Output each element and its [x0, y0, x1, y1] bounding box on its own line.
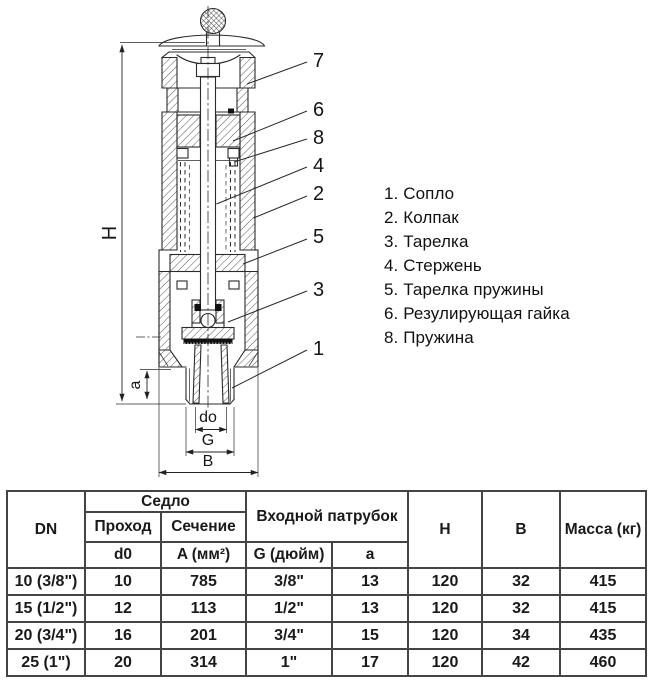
col-header-a-mm2: A (мм²) [159, 541, 248, 569]
nozzle-inlet [185, 344, 235, 405]
table-cell: 32 [481, 567, 562, 596]
dim-label-H: H [99, 226, 121, 240]
dimension-do: do [195, 407, 227, 433]
table-row: 10 (3/8") 10 785 3/8" 13 120 32 415 [6, 567, 648, 596]
parts-list-item: 3. Тарелка [384, 232, 469, 251]
table-cell: 16 [84, 621, 162, 650]
table-cell: 15 [331, 621, 410, 650]
table-cell: 20 [84, 648, 162, 677]
parts-list-item: 4. Стержень [384, 256, 482, 275]
col-group-sedlo: Седло [83, 490, 248, 513]
table-cell: 120 [407, 648, 484, 677]
callout-5: 5 [313, 226, 324, 248]
parts-list-item: 1. Сопло [384, 184, 455, 203]
table-cell: 34 [481, 621, 562, 650]
valve-drawing-area: H a do G [99, 6, 570, 477]
callout-numbers: 7 6 8 4 2 5 3 1 [313, 50, 324, 360]
table-cell: 15 (1/2") [6, 594, 86, 623]
col-header-sechenie: Сечение [159, 511, 248, 543]
callout-8: 8 [313, 127, 324, 149]
cap-dome [158, 32, 266, 50]
table-cell: 785 [159, 567, 248, 596]
table-cell: 17 [331, 648, 410, 677]
table-cell: 120 [407, 621, 484, 650]
callout-2: 2 [313, 183, 324, 205]
parts-list-item: 6. Резулирующая гайка [384, 304, 570, 323]
table-cell: 201 [159, 621, 248, 650]
parts-list-item: 5. Тарелка пружины [384, 280, 544, 299]
dimension-G: G [185, 407, 235, 456]
dim-label-do: do [199, 409, 217, 426]
table-cell: 1" [245, 648, 334, 677]
valve-cross-section-drawing: H a do G [99, 6, 324, 477]
dim-label-G: G [202, 432, 214, 449]
table-cell: 113 [159, 594, 248, 623]
dimension-H: H [99, 42, 205, 405]
table-cell: 12 [84, 594, 162, 623]
table-cell: 120 [407, 567, 484, 596]
table-cell: 435 [559, 621, 648, 650]
col-header-prohod: Проход [84, 511, 162, 543]
col-header-a: a [331, 541, 410, 569]
parts-list-item: 2. Колпак [384, 208, 459, 227]
table-cell: 20 (3/4") [6, 621, 86, 650]
table-cell: 13 [331, 594, 410, 623]
centerlines [136, 6, 209, 411]
col-header-h: H [407, 490, 484, 569]
dimension-a: a [127, 369, 171, 400]
callout-7: 7 [313, 50, 324, 72]
body-lower-walls [158, 249, 259, 368]
table-cell: 415 [559, 594, 648, 623]
table-cell: 13 [331, 567, 410, 596]
col-header-mass: Масса (кг) [559, 490, 648, 569]
callout-1: 1 [313, 338, 324, 360]
spring-coils [180, 162, 236, 252]
table-row: 15 (1/2") 12 113 1/2" 13 120 32 415 [6, 594, 648, 623]
body-upper-walls [161, 111, 256, 251]
table-cell: 10 [84, 567, 162, 596]
table-header-row-1: DN Седло Входной патрубок H B Масса (кг) [6, 490, 648, 569]
table-cell: 3/4" [245, 621, 334, 650]
callout-leaders [216, 61, 308, 389]
col-header-dn: DN [6, 490, 86, 569]
parts-list: 1. Сопло 2. Колпак 3. Тарелка 4. Стержен… [384, 182, 570, 350]
table-cell: 120 [407, 594, 484, 623]
col-header-g-inch: G (дюйм) [245, 541, 334, 569]
table-cell: 42 [481, 648, 562, 677]
callout-4: 4 [313, 155, 324, 177]
dim-label-B: B [203, 453, 214, 470]
table-cell: 314 [159, 648, 248, 677]
table-header-row-2: Проход Сечение [7, 511, 646, 543]
table-header-row-3: d0 A (мм²) G (дюйм) a [7, 541, 646, 569]
col-header-d0: d0 [84, 541, 162, 569]
table-cell: 10 (3/8") [6, 567, 86, 596]
table-row: 25 (1") 20 314 1" 17 120 42 460 [6, 648, 648, 677]
spring-retainers [176, 147, 240, 167]
parts-list-item: 8. Пружина [384, 328, 474, 347]
callout-6: 6 [313, 99, 324, 121]
table-cell: 415 [559, 567, 648, 596]
callout-3: 3 [313, 279, 324, 301]
knurled-knob [199, 7, 227, 35]
table-cell: 32 [481, 594, 562, 623]
adjusting-nut [176, 108, 241, 148]
col-group-inlet: Входной патрубок [245, 490, 410, 543]
table-cell: 460 [559, 648, 648, 677]
spec-table: DN Седло Входной патрубок H B Масса (кг)… [6, 490, 648, 677]
dim-label-a: a [127, 380, 144, 389]
table-row: 20 (3/4") 16 201 3/4" 15 120 34 435 [6, 621, 648, 650]
table-cell: 1/2" [245, 594, 334, 623]
col-header-b: B [481, 490, 562, 569]
table-cell: 3/8" [245, 567, 334, 596]
table-cell: 25 (1") [6, 648, 86, 677]
dimension-B: B [158, 368, 259, 477]
